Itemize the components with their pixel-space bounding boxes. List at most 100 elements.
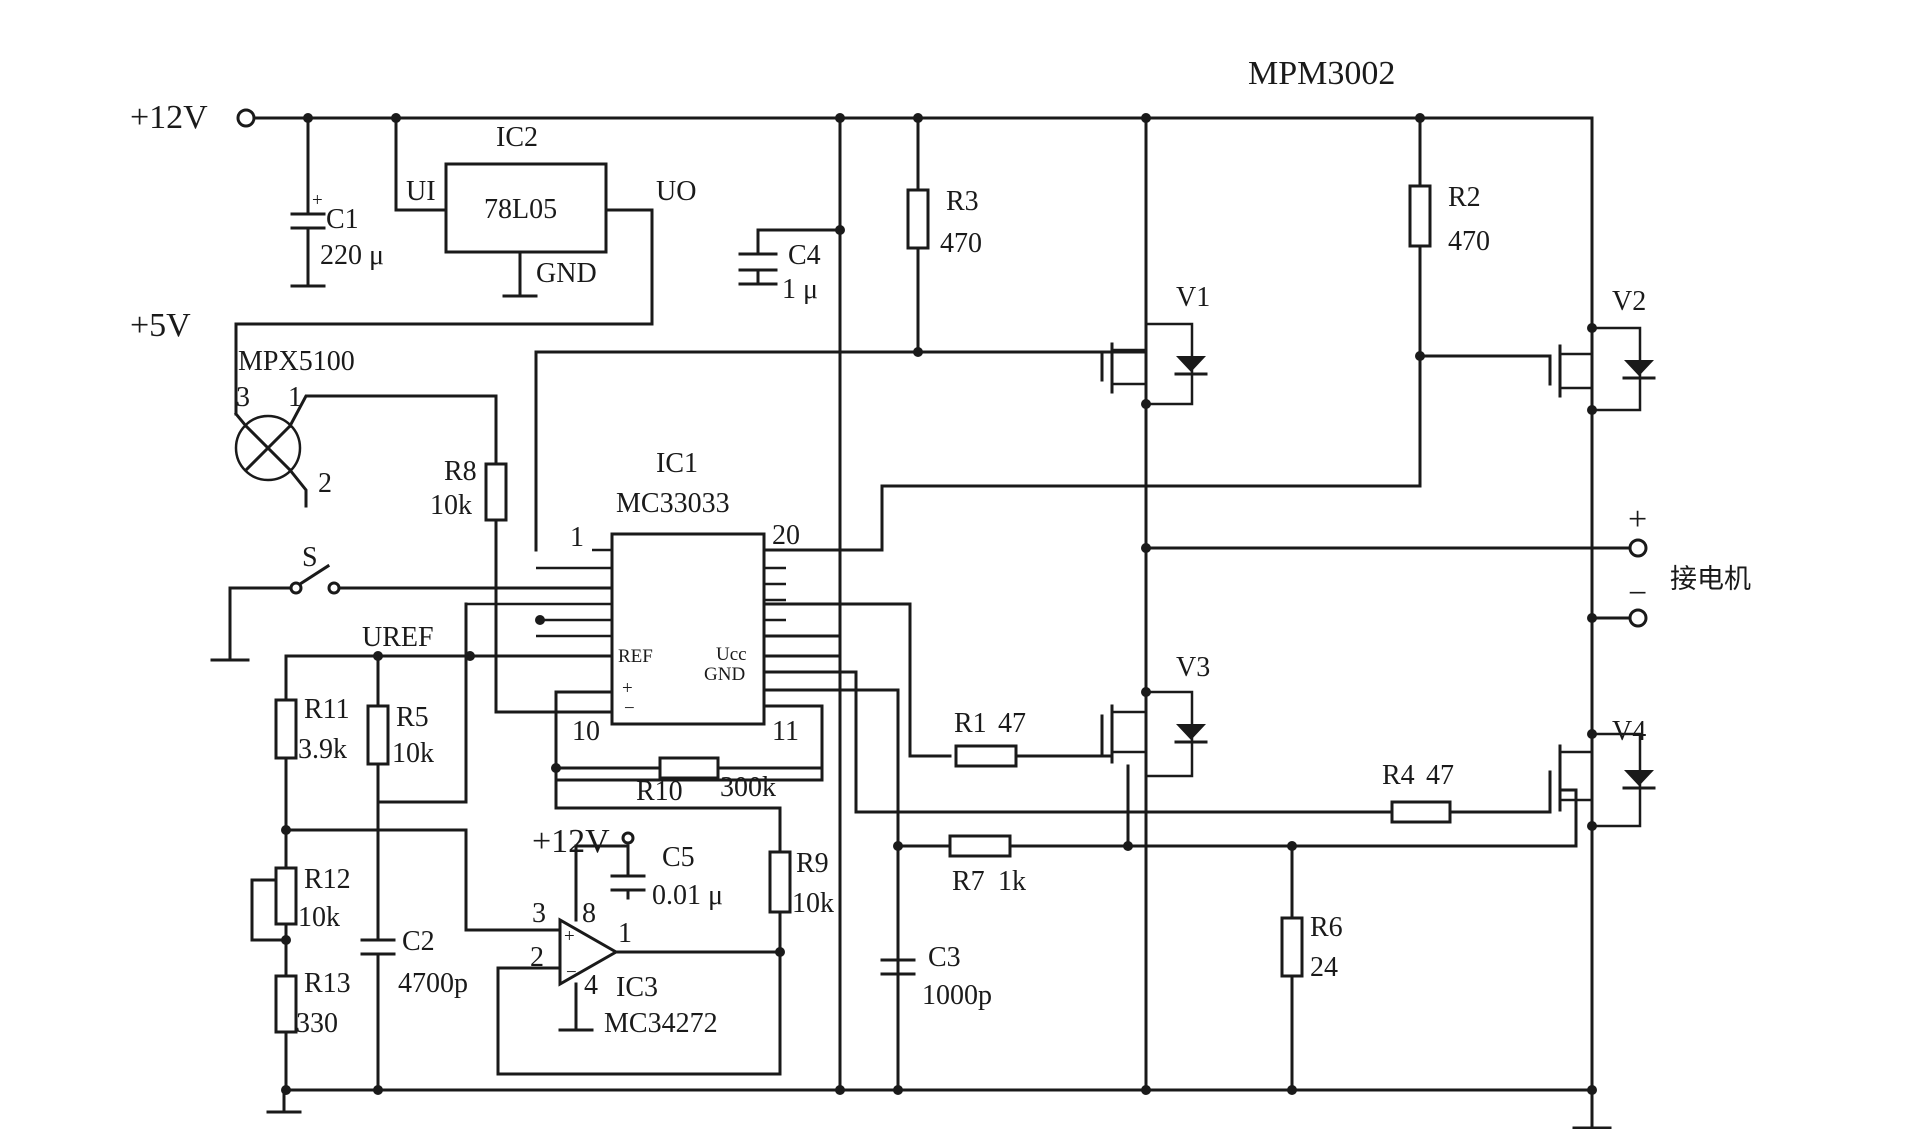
resistor-r2: R2 470 bbox=[1408, 116, 1490, 358]
svg-text:3: 3 bbox=[236, 382, 250, 413]
mosfet-v1: V1 bbox=[1100, 116, 1210, 1092]
ic3-ref: IC3 bbox=[616, 972, 658, 1003]
resistor-r8: R8 10k bbox=[430, 456, 614, 714]
svg-text:+: + bbox=[622, 678, 633, 699]
capacitor-c1: + C1 220 μ bbox=[290, 116, 384, 288]
svg-text:C3: C3 bbox=[928, 942, 961, 973]
ic2-in-label: UI bbox=[406, 176, 436, 207]
svg-text:C5: C5 bbox=[662, 842, 695, 873]
motor-connector[interactable]: + − 接电机 bbox=[1144, 501, 1751, 628]
svg-text:10k: 10k bbox=[298, 902, 340, 933]
pressure-sensor-mpx5100: +5V MPX5100 3 1 2 bbox=[130, 307, 498, 508]
svg-text:4700p: 4700p bbox=[398, 968, 468, 999]
resistor-r9: R9 10k bbox=[554, 806, 834, 1076]
svg-text:11: 11 bbox=[772, 716, 799, 747]
motor-minus-terminal[interactable] bbox=[1628, 608, 1648, 628]
svg-text:−: − bbox=[566, 962, 577, 983]
c1-ref: C1 bbox=[326, 204, 359, 235]
svg-text:C2: C2 bbox=[402, 926, 435, 957]
svg-text:4: 4 bbox=[584, 970, 598, 1001]
svg-text:R4: R4 bbox=[1382, 760, 1415, 791]
ic2-ref: IC2 bbox=[496, 122, 538, 153]
svg-text:R3: R3 bbox=[946, 186, 979, 217]
svg-text:R5: R5 bbox=[396, 702, 429, 733]
svg-text:REF: REF bbox=[618, 646, 653, 667]
svg-text:1: 1 bbox=[288, 382, 302, 413]
mosfet-v3: V3 bbox=[1100, 652, 1210, 778]
svg-text:V2: V2 bbox=[1612, 286, 1646, 317]
resistor-r6: R6 24 bbox=[1280, 844, 1343, 1092]
ic3-part: MC34272 bbox=[604, 1008, 718, 1039]
resistor-r3: R3 470 bbox=[906, 116, 982, 354]
svg-text:−: − bbox=[624, 698, 635, 719]
ic2-out-label: UO bbox=[656, 176, 696, 207]
v5-label: +5V bbox=[130, 307, 191, 344]
svg-text:R9: R9 bbox=[796, 848, 829, 879]
svg-text:10: 10 bbox=[572, 716, 600, 747]
svg-text:R10: R10 bbox=[636, 776, 683, 807]
svg-text:R13: R13 bbox=[304, 968, 351, 999]
capacitor-c3: C3 1000p bbox=[880, 844, 992, 1092]
svg-text:20: 20 bbox=[772, 520, 800, 551]
svg-text:R11: R11 bbox=[304, 694, 350, 725]
uref-network: UREF R11 3.9k R5 10k C2 4700p R12 10k R1… bbox=[250, 622, 548, 1092]
resistor-r10: R10 300k bbox=[554, 704, 824, 807]
v12-terminal[interactable] bbox=[236, 108, 256, 128]
svg-text:C4: C4 bbox=[788, 240, 821, 271]
mosfet-v4: V4 bbox=[1126, 716, 1656, 848]
svg-text:300k: 300k bbox=[720, 772, 776, 803]
svg-text:+: + bbox=[1628, 501, 1647, 538]
svg-text:+12V: +12V bbox=[532, 823, 610, 860]
svg-text:47: 47 bbox=[998, 708, 1026, 739]
resistor-r7: R7 1k bbox=[896, 764, 1130, 897]
capacitor-c4: C4 1 μ bbox=[738, 116, 845, 1092]
motor-plus-terminal[interactable] bbox=[1628, 538, 1648, 558]
svg-text:24: 24 bbox=[1310, 952, 1338, 983]
svg-text:330: 330 bbox=[296, 1008, 338, 1039]
svg-text:R12: R12 bbox=[304, 864, 351, 895]
svg-text:470: 470 bbox=[1448, 226, 1490, 257]
svg-text:2: 2 bbox=[318, 468, 332, 499]
svg-text:1000p: 1000p bbox=[922, 980, 992, 1011]
ic2-part: 78L05 bbox=[484, 194, 557, 225]
svg-text:3: 3 bbox=[532, 898, 546, 929]
switch-s[interactable]: S bbox=[210, 542, 614, 662]
ic1-part: MC33033 bbox=[616, 488, 730, 519]
svg-text:1: 1 bbox=[570, 522, 584, 553]
junction-dots bbox=[281, 113, 1597, 1095]
svg-text:R7: R7 bbox=[952, 866, 985, 897]
svg-text:R2: R2 bbox=[1448, 182, 1481, 213]
mosfet-v2: V2 bbox=[1418, 286, 1656, 412]
diagram-title: MPM3002 bbox=[1248, 55, 1395, 92]
svg-text:R1: R1 bbox=[954, 708, 987, 739]
svg-text:3.9k: 3.9k bbox=[298, 734, 347, 765]
supply-rails: +12V bbox=[130, 99, 1612, 1129]
resistor-r1: R1 47 bbox=[954, 708, 1104, 768]
svg-text:1 μ: 1 μ bbox=[782, 274, 818, 305]
uref-label: UREF bbox=[362, 622, 434, 653]
svg-text:S: S bbox=[302, 542, 318, 573]
ic1-ref: IC1 bbox=[656, 448, 698, 479]
sensor-name: MPX5100 bbox=[238, 346, 355, 377]
svg-text:8: 8 bbox=[582, 898, 596, 929]
svg-text:R6: R6 bbox=[1310, 912, 1343, 943]
svg-text:10k: 10k bbox=[792, 888, 834, 919]
ic2-gnd-label: GND bbox=[536, 258, 597, 289]
svg-text:R8: R8 bbox=[444, 456, 477, 487]
svg-text:470: 470 bbox=[940, 228, 982, 259]
svg-text:+: + bbox=[312, 190, 323, 211]
svg-text:10k: 10k bbox=[430, 490, 472, 521]
svg-text:1k: 1k bbox=[998, 866, 1026, 897]
svg-text:V1: V1 bbox=[1176, 282, 1210, 313]
motor-label: 接电机 bbox=[1670, 564, 1751, 595]
svg-text:Ucc: Ucc bbox=[716, 644, 747, 665]
v12-label: +12V bbox=[130, 99, 208, 136]
regulator-ic2: IC2 78L05 UI UO GND bbox=[234, 116, 696, 416]
svg-text:−: − bbox=[1628, 575, 1647, 612]
opamp-ic3: + − +12V C5 0.01 μ 3 8 2 4 1 IC3 MC34272 bbox=[496, 823, 782, 1076]
svg-text:1: 1 bbox=[618, 918, 632, 949]
resistor-r4: R4 47 bbox=[1382, 760, 1552, 824]
svg-text:2: 2 bbox=[530, 942, 544, 973]
c1-value: 220 μ bbox=[320, 240, 384, 271]
